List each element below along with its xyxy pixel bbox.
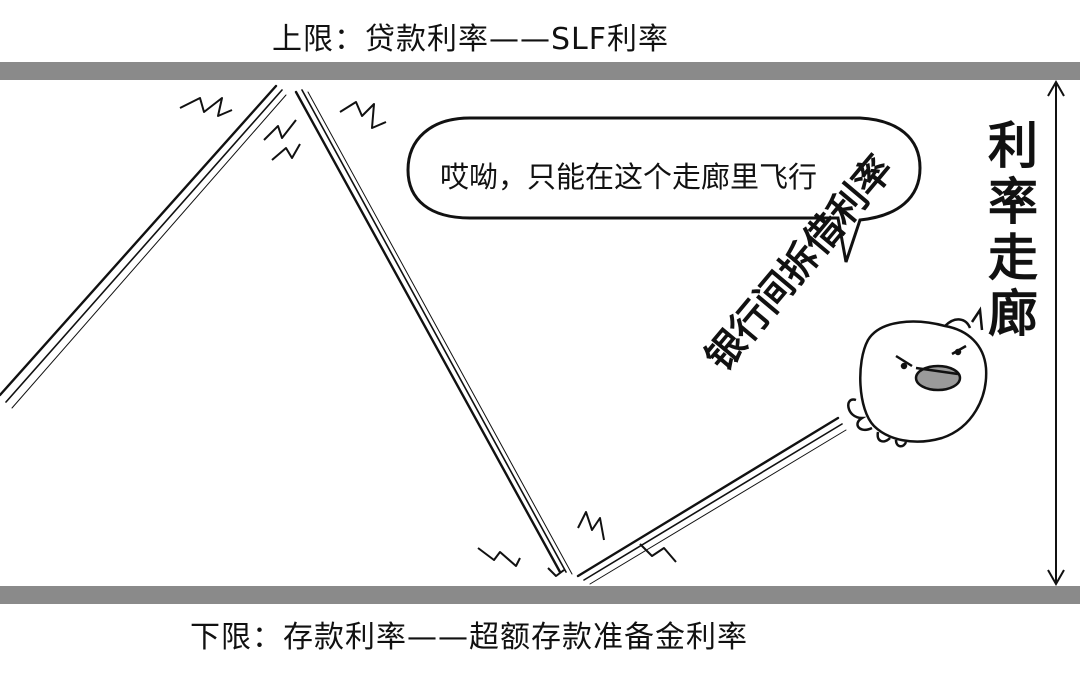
corridor-title-char: 走 (968, 230, 1058, 286)
bird-character (848, 310, 986, 446)
corridor-title-char: 廊 (968, 286, 1058, 342)
speech-bubble-text: 哎呦，只能在这个走廊里飞行 (440, 154, 817, 196)
corridor-title-char: 利 (968, 118, 1058, 174)
corridor-title: 利 率 走 廊 (968, 118, 1058, 342)
corridor-title-char: 率 (968, 174, 1058, 230)
